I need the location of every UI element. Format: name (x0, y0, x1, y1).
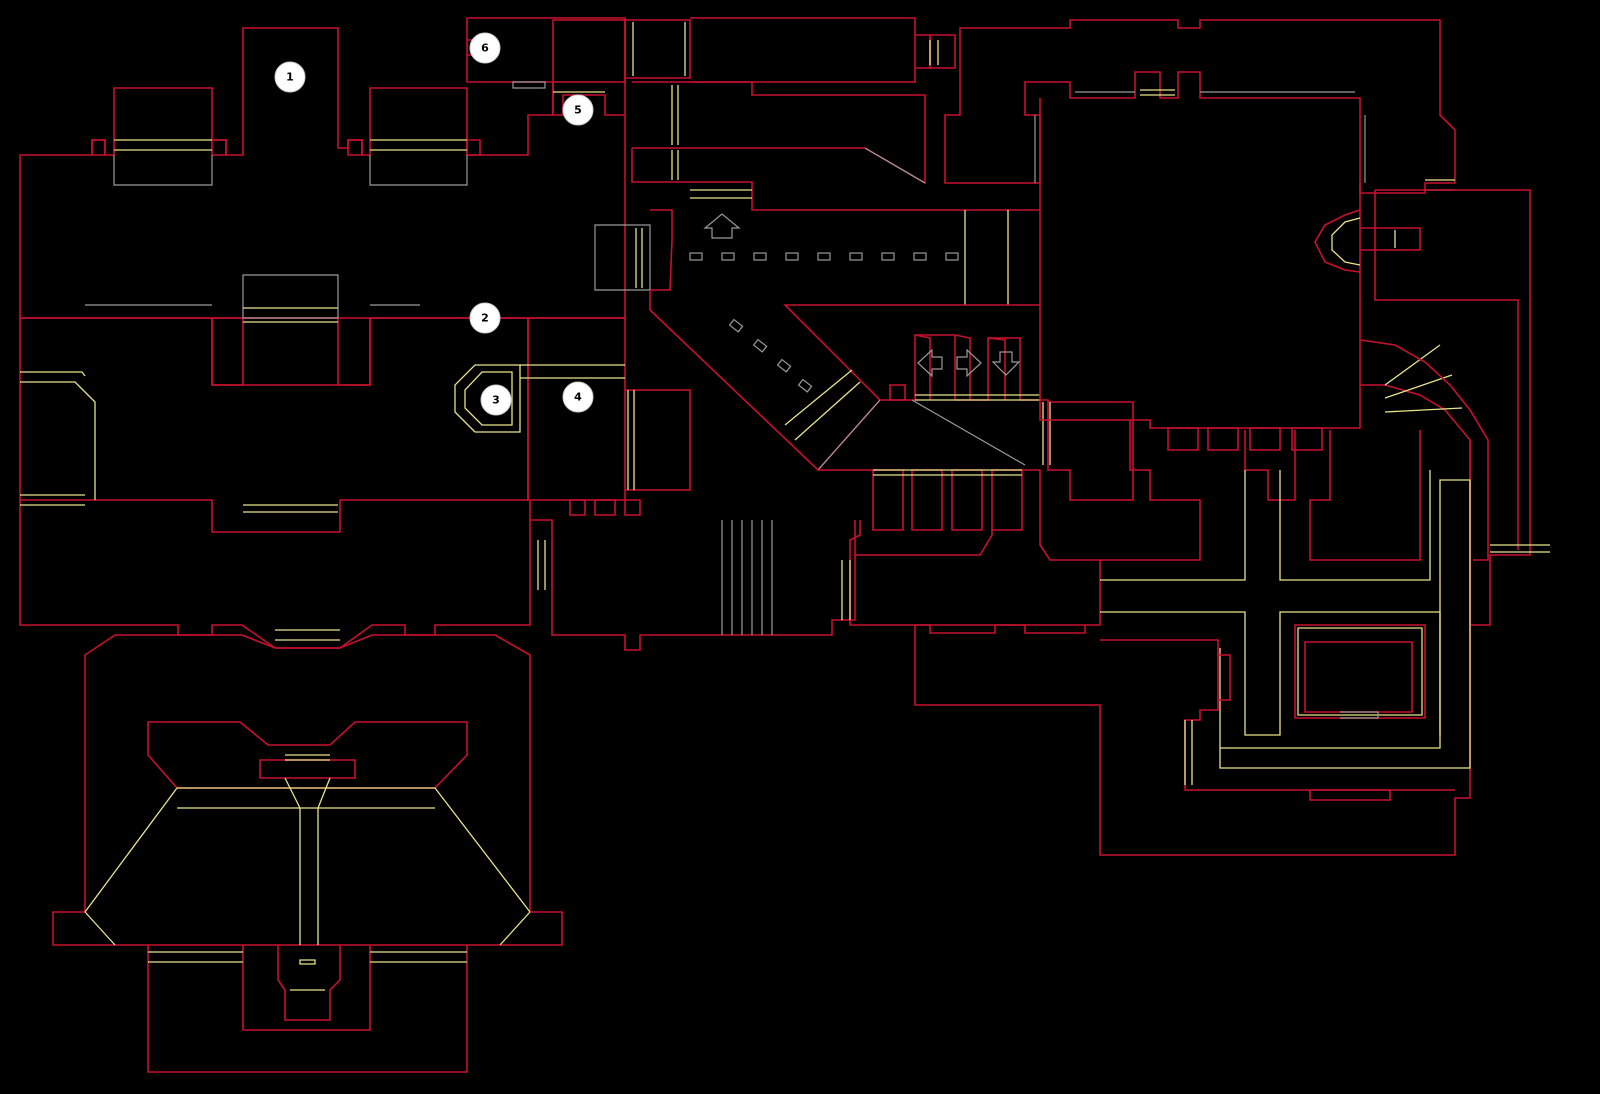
west-wing-steps (20, 139, 546, 641)
svg-text:6: 6 (481, 42, 489, 55)
arrow-down-icon (991, 351, 1021, 376)
marker-1[interactable]: 1 (274, 61, 306, 93)
svg-text:4: 4 (574, 391, 582, 404)
northeast-great-hall (944, 19, 1550, 626)
svg-text:5: 5 (574, 104, 582, 117)
northwest-rooms (454, 17, 691, 516)
marker-6[interactable]: 6 (469, 32, 501, 64)
marker-5[interactable]: 5 (562, 94, 594, 126)
central-corridors (594, 17, 1134, 635)
southwest-temple (52, 634, 563, 1073)
marker-3[interactable]: 3 (480, 384, 512, 416)
southeast-courtyard (914, 420, 1471, 856)
svg-text:3: 3 (492, 394, 500, 407)
arrow-right-icon (956, 348, 982, 378)
marker-4[interactable]: 4 (562, 381, 594, 413)
svg-text:2: 2 (481, 312, 489, 325)
west-wing-walls (19, 19, 856, 651)
corridor-markers (689, 252, 959, 393)
svg-text:1: 1 (286, 71, 294, 84)
marker-2[interactable]: 2 (469, 302, 501, 334)
arrow-left-icon (917, 348, 943, 378)
arrow-up-icon (703, 213, 741, 239)
